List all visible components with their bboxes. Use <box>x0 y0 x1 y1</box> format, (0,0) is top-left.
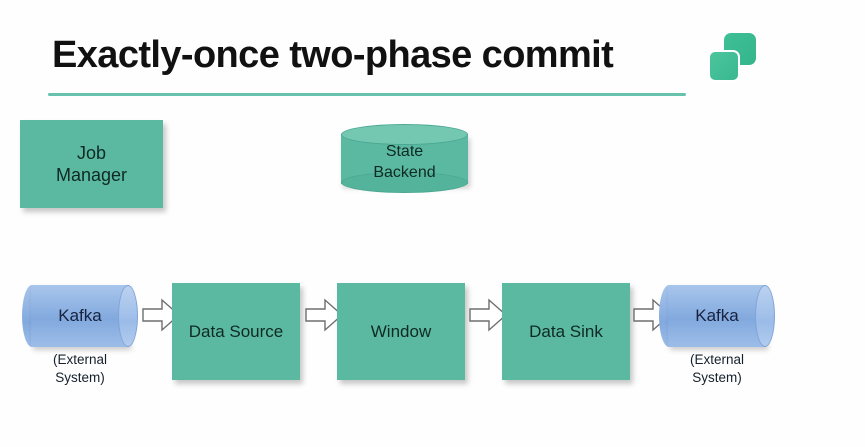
kafka-sink-sublabel-line2: System) <box>692 370 742 386</box>
flow-arrow-window-to-data-sink <box>469 298 507 332</box>
kafka-sink-sublabel: (External System) <box>659 351 775 387</box>
kafka-source-body <box>31 285 129 347</box>
kafka-sink-body <box>668 285 766 347</box>
flow-arrow-data-source-to-window <box>305 298 343 332</box>
kafka-sink-sublabel-line1: (External <box>689 352 745 367</box>
page-title: Exactly-once two-phase commit <box>52 34 614 76</box>
state-backend-cylinder-top <box>341 124 468 145</box>
node-window: Window <box>337 283 465 380</box>
kafka-source-cylinder: Kafka <box>22 285 138 347</box>
node-job-manager: Job Manager <box>20 120 163 208</box>
node-data-sink: Data Sink <box>502 283 630 380</box>
state-backend-label: State Backend <box>341 142 468 184</box>
title-underline-rule <box>48 93 686 96</box>
kafka-source-cap-right <box>118 285 138 347</box>
data-source-label: Data Source <box>188 321 284 341</box>
logo-square-front <box>708 50 740 82</box>
state-backend-label-line2: Backend <box>373 163 436 181</box>
job-manager-label-line2: Manager <box>55 165 128 185</box>
node-kafka-sink: Kafka (External System) <box>659 285 775 387</box>
flow-arrow-kafka-source-to-data-source <box>142 298 180 332</box>
kafka-source-sublabel-line2: System) <box>55 370 105 386</box>
kafka-sink-cylinder: Kafka <box>659 285 775 347</box>
node-data-source: Data Source <box>172 283 300 380</box>
window-label: Window <box>370 321 432 341</box>
node-state-backend: State Backend <box>341 124 468 193</box>
kafka-sink-label: Kafka <box>695 306 739 325</box>
kafka-source-sublabel: (External System) <box>22 351 138 387</box>
two-squares-logo-icon <box>706 33 762 85</box>
state-backend-cylinder-bottom <box>341 172 468 193</box>
kafka-sink-cap-right <box>755 285 775 347</box>
kafka-source-label: Kafka <box>58 306 102 325</box>
data-sink-label: Data Sink <box>529 321 603 341</box>
kafka-source-sublabel-line1: (External <box>52 352 108 367</box>
job-manager-label-line1: Job <box>76 142 106 163</box>
node-kafka-source: Kafka (External System) <box>22 285 138 387</box>
state-backend-label-line1: State <box>385 143 424 160</box>
